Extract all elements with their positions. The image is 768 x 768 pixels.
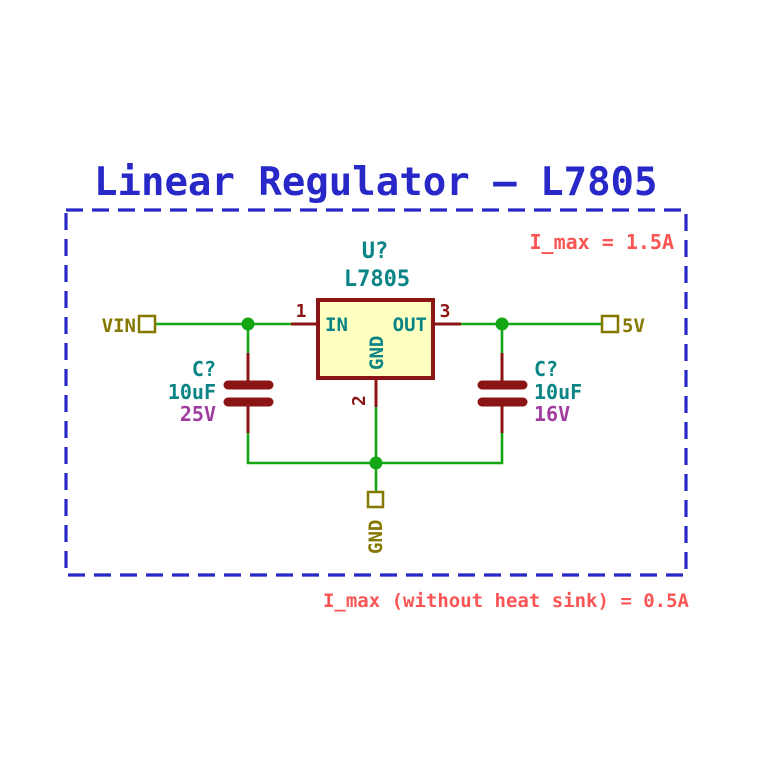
capacitor-input[interactable]: C? 10uF 25V	[168, 353, 274, 433]
pin-2-number: 2	[349, 395, 370, 406]
pin-1-number: 1	[296, 301, 307, 322]
capacitor-output-value[interactable]: 10uF	[534, 380, 582, 404]
note-imax-bottom[interactable]: I_max (without heat sink) = 0.5A	[323, 590, 690, 612]
vin-connector-square[interactable]	[137, 314, 157, 334]
5v-connector-square[interactable]	[600, 314, 620, 334]
schematic-title[interactable]: Linear Regulator – L7805	[94, 160, 658, 205]
regulator-value[interactable]: L7805	[344, 267, 410, 292]
capacitor-input-voltage[interactable]: 25V	[180, 402, 216, 426]
net-label-vin-text[interactable]: VIN	[102, 315, 136, 337]
capacitor-output-voltage[interactable]: 16V	[534, 402, 570, 426]
gnd-connector-square[interactable]	[366, 490, 385, 509]
capacitor-output[interactable]: C? 10uF 16V	[477, 353, 582, 433]
pin-3-number: 3	[440, 301, 451, 322]
junction-dot-input[interactable]	[241, 317, 255, 331]
pin-name-gnd: GND	[366, 336, 388, 370]
junction-dot-ground[interactable]	[369, 456, 383, 470]
net-label-vin[interactable]: VIN	[102, 314, 157, 337]
net-label-gnd[interactable]: GND	[365, 490, 387, 554]
regulator-body[interactable]	[316, 298, 435, 380]
capacitor-output-reference[interactable]: C?	[534, 357, 558, 381]
net-label-5v[interactable]: 5V	[600, 314, 645, 337]
net-label-5v-text[interactable]: 5V	[622, 315, 645, 337]
pin-name-in: IN	[325, 314, 348, 336]
regulator-symbol[interactable]: U? L7805 1 3 2 IN OUT GND	[291, 239, 461, 407]
pin-name-out: OUT	[393, 314, 427, 336]
capacitor-input-reference[interactable]: C?	[192, 357, 216, 381]
note-imax-top[interactable]: I_max = 1.5A	[530, 230, 675, 254]
junction-dot-output[interactable]	[495, 317, 509, 331]
regulator-reference[interactable]: U?	[362, 239, 389, 264]
net-label-gnd-text[interactable]: GND	[365, 520, 387, 554]
capacitor-input-value[interactable]: 10uF	[168, 380, 216, 404]
